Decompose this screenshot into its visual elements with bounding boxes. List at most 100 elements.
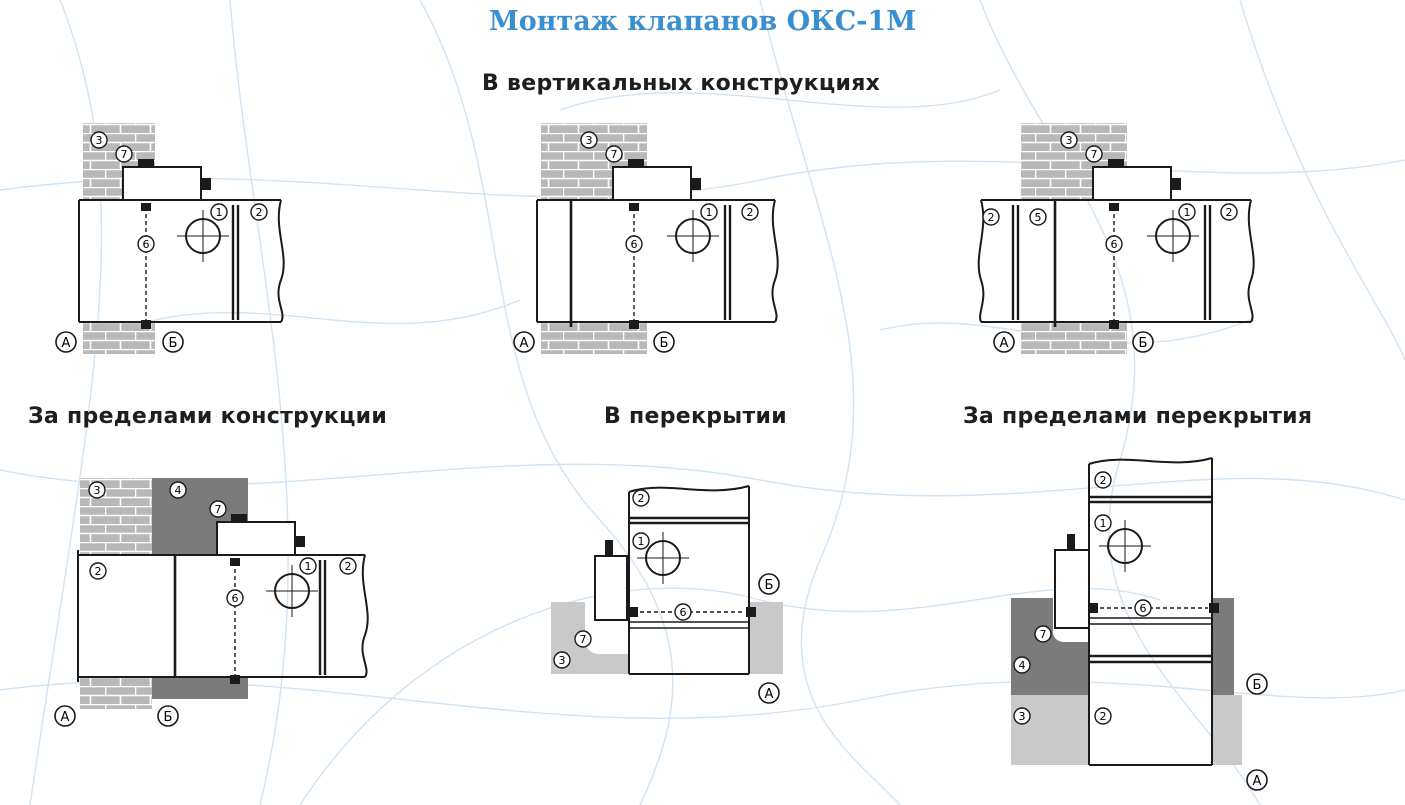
- svg-text:6: 6: [1140, 602, 1147, 615]
- actuator-bracket: [138, 159, 154, 167]
- svg-text:7: 7: [1091, 148, 1098, 161]
- svg-text:6: 6: [1111, 238, 1118, 251]
- heading-in-floor: В перекрытии: [604, 404, 787, 429]
- marker-5: 5: [1029, 208, 1047, 226]
- marker-b: Б: [1132, 331, 1154, 353]
- diagram-outside-construction: 3 4 7 2 1 2 6 А Б: [54, 478, 369, 727]
- svg-text:6: 6: [631, 238, 638, 251]
- diagram-wall-mount-3: 3 7 2 5 1 2 6 А Б: [977, 123, 1255, 354]
- marker-6: 6: [674, 603, 692, 621]
- marker-b: Б: [157, 705, 179, 727]
- diagram-wall-mount-2: 3 7 1 2 6 А Б: [513, 123, 779, 354]
- svg-text:1: 1: [216, 206, 223, 219]
- marker-a: А: [1246, 769, 1268, 791]
- marker-2-bottom: 2: [1094, 707, 1112, 725]
- marker-6: 6: [137, 235, 155, 253]
- marker-a: А: [55, 331, 77, 353]
- marker-7: 7: [605, 145, 623, 163]
- svg-text:1: 1: [1100, 517, 1107, 530]
- marker-2: 2: [741, 203, 759, 221]
- svg-text:А: А: [1253, 774, 1262, 789]
- svg-text:4: 4: [1019, 659, 1026, 672]
- svg-text:5: 5: [1035, 211, 1042, 224]
- svg-text:2: 2: [1226, 206, 1233, 219]
- svg-text:А: А: [1000, 336, 1009, 351]
- floor-slab: [551, 602, 629, 674]
- svg-text:3: 3: [94, 484, 101, 497]
- marker-b: Б: [162, 331, 184, 353]
- marker-1: 1: [1094, 514, 1112, 532]
- actuator-box: [1054, 549, 1090, 629]
- marker-4: 4: [1013, 656, 1031, 674]
- svg-text:2: 2: [1100, 710, 1107, 723]
- svg-text:А: А: [61, 710, 70, 725]
- svg-text:7: 7: [580, 633, 587, 646]
- marker-b: Б: [1246, 673, 1268, 695]
- marker-2-top: 2: [1094, 471, 1112, 489]
- heading-outside-floor: За пределами перекрытия: [963, 404, 1313, 429]
- svg-text:3: 3: [559, 654, 566, 667]
- marker-2: 2: [632, 489, 650, 507]
- svg-text:7: 7: [611, 148, 618, 161]
- marker-b: Б: [758, 573, 780, 595]
- marker-b: Б: [653, 331, 675, 353]
- marker-4: 4: [169, 481, 187, 499]
- marker-2: 2: [250, 203, 268, 221]
- actuator-box: [594, 555, 628, 621]
- svg-text:Б: Б: [660, 336, 669, 351]
- svg-text:6: 6: [143, 238, 150, 251]
- marker-2-left: 2: [982, 208, 1000, 226]
- duct-flange: [231, 205, 240, 320]
- marker-1: 1: [632, 532, 650, 550]
- diagram-in-floor: 2 1 6 7 3 Б А: [551, 485, 783, 704]
- svg-text:2: 2: [988, 211, 995, 224]
- svg-text:Б: Б: [1253, 678, 1262, 693]
- marker-3: 3: [90, 131, 108, 149]
- marker-2: 2: [339, 557, 357, 575]
- marker-a: А: [513, 331, 535, 353]
- marker-6: 6: [226, 589, 244, 607]
- svg-text:Б: Б: [164, 710, 173, 725]
- marker-2: 2: [1220, 203, 1238, 221]
- svg-text:Б: Б: [1139, 336, 1148, 351]
- svg-text:2: 2: [1100, 474, 1107, 487]
- svg-text:7: 7: [1040, 628, 1047, 641]
- marker-3: 3: [1013, 707, 1031, 725]
- svg-text:6: 6: [680, 606, 687, 619]
- svg-text:3: 3: [96, 134, 103, 147]
- actuator-box: [122, 166, 202, 201]
- svg-text:2: 2: [345, 560, 352, 573]
- svg-text:А: А: [62, 336, 71, 351]
- actuator-handle: [201, 178, 211, 190]
- marker-a: А: [54, 705, 76, 727]
- svg-text:Б: Б: [169, 336, 178, 351]
- marker-1: 1: [299, 557, 317, 575]
- svg-text:2: 2: [747, 206, 754, 219]
- page-title: Монтаж клапанов ОКС-1М: [488, 6, 917, 37]
- marker-7: 7: [1034, 625, 1052, 643]
- marker-6: 6: [1134, 599, 1152, 617]
- svg-text:3: 3: [1019, 710, 1026, 723]
- svg-text:А: А: [520, 336, 529, 351]
- diagram-wall-mount-1: 3 7 1 2 6 А Б: [55, 123, 285, 354]
- marker-3: 3: [1060, 131, 1078, 149]
- svg-text:А: А: [765, 687, 774, 702]
- svg-text:1: 1: [638, 535, 645, 548]
- svg-text:7: 7: [121, 148, 128, 161]
- marker-a: А: [993, 331, 1015, 353]
- actuator-box: [1092, 166, 1172, 201]
- marker-7: 7: [209, 500, 227, 518]
- heading-vertical-constructions: В вертикальных конструкциях: [482, 71, 881, 96]
- damper-pivot-top: [141, 203, 151, 211]
- svg-text:2: 2: [95, 565, 102, 578]
- svg-text:2: 2: [256, 206, 263, 219]
- marker-3: 3: [88, 481, 106, 499]
- svg-text:4: 4: [175, 484, 182, 497]
- svg-text:1: 1: [706, 206, 713, 219]
- marker-3: 3: [553, 651, 571, 669]
- damper-pivot-bottom: [141, 320, 151, 329]
- svg-text:1: 1: [1184, 206, 1191, 219]
- svg-text:6: 6: [232, 592, 239, 605]
- marker-7: 7: [1085, 145, 1103, 163]
- actuator-box: [216, 521, 296, 556]
